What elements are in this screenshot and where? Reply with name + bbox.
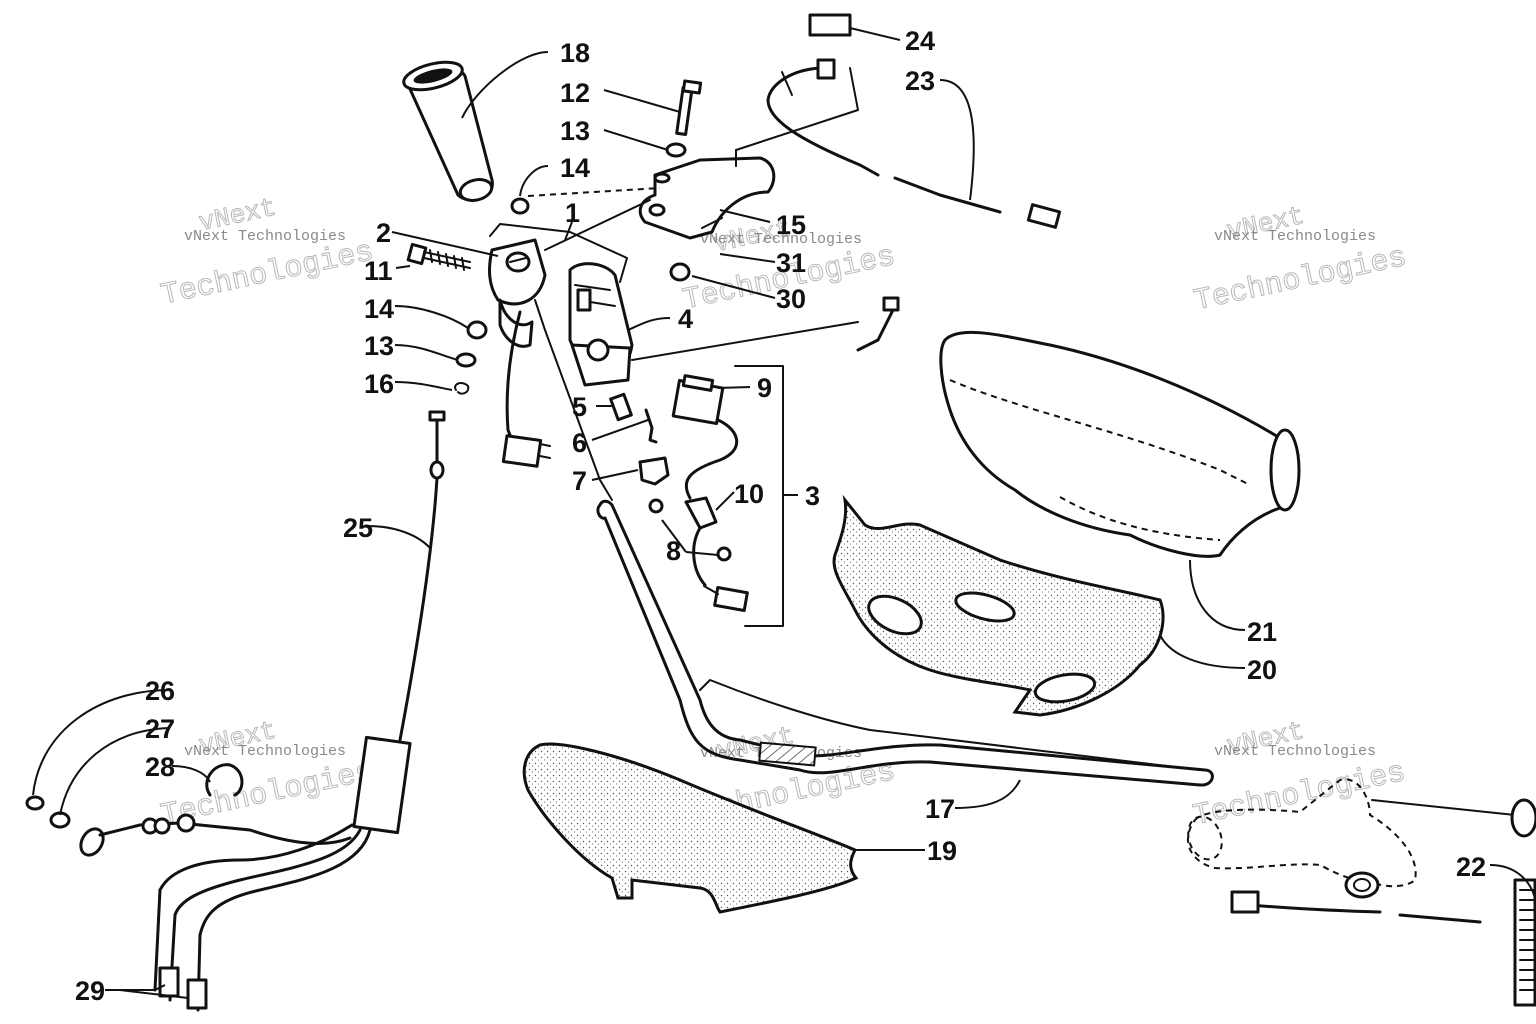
svg-text:Technologies: Technologies [158, 235, 376, 313]
axis-line-2 [544, 199, 651, 251]
screw-part-11 [406, 242, 471, 271]
linkage-leader [631, 321, 859, 361]
callout-labels: 1 2 3 4 5 6 7 8 9 10 11 12 13 13 14 14 1… [75, 26, 1486, 1006]
throttle-body-part-4 [568, 262, 634, 387]
callout-14-top: 14 [560, 153, 590, 183]
svg-text:vNext Technologies: vNext Technologies [184, 743, 346, 760]
callout-1: 1 [565, 198, 580, 228]
callout-22: 22 [1456, 852, 1486, 882]
nut-part-14-left [466, 320, 488, 340]
washer-part-13-left [455, 352, 477, 368]
svg-text:vNext Technologies: vNext Technologies [1214, 743, 1376, 760]
callout-2: 2 [376, 218, 391, 248]
bracket-part-7 [638, 456, 670, 486]
watermark-left: vNext vNext Technologies Technologies [158, 192, 377, 314]
svg-text:vNext Technologies: vNext Technologies [184, 228, 346, 245]
watermark-right: vNext vNext Technologies Technologies [1191, 200, 1410, 319]
callout-7: 7 [572, 466, 587, 496]
heater-switch-part-9 [671, 374, 739, 500]
grip-part-18 [402, 60, 494, 202]
foam-pad-part-19 [522, 742, 859, 914]
callout-14-left: 14 [364, 294, 394, 324]
brake-lever-part-15 [638, 156, 776, 240]
lockwasher-part-16 [454, 382, 470, 395]
callout-20: 20 [1247, 655, 1277, 685]
bracket-part-1 [489, 223, 628, 283]
callout-12: 12 [560, 78, 590, 108]
pad-cover-part-21 [939, 330, 1301, 558]
bolt-part-12 [675, 79, 703, 136]
callout-24: 24 [905, 26, 935, 56]
throttle-cable-part-25 [153, 410, 446, 1012]
axis-line-1 [527, 187, 661, 197]
svg-text:vNext Technologies: vNext Technologies [1214, 228, 1376, 245]
callout-13-left: 13 [364, 331, 394, 361]
nut-part-14-top [510, 197, 530, 215]
leader-lines [32, 27, 1536, 999]
callout-6: 6 [572, 428, 587, 458]
callout-11: 11 [364, 256, 393, 286]
callout-31: 31 [776, 248, 806, 278]
spacer-part-5 [609, 392, 633, 422]
housing-harness [501, 310, 551, 468]
callout-16: 16 [364, 369, 394, 399]
callout-27: 27 [145, 714, 175, 744]
pad-part-24 [808, 13, 852, 37]
callout-3: 3 [805, 481, 820, 511]
callout-29: 29 [75, 976, 105, 1006]
callout-10: 10 [734, 479, 764, 509]
callout-30: 30 [776, 284, 806, 314]
callout-15: 15 [776, 210, 806, 240]
svg-text:Technologies: Technologies [1191, 241, 1409, 319]
callout-25: 25 [343, 513, 373, 543]
callout-9: 9 [757, 373, 772, 403]
screw-part-8a [648, 498, 664, 514]
callout-18: 18 [560, 38, 590, 68]
svg-text:vNext Technologies: vNext Technologies [700, 231, 862, 248]
callout-23: 23 [905, 66, 935, 96]
spring-part-30 [669, 262, 691, 282]
linkage-part-31 [856, 296, 900, 352]
callout-21: 21 [1247, 617, 1277, 647]
callout-17: 17 [925, 794, 955, 824]
callout-28: 28 [145, 752, 175, 782]
washer-part-27 [49, 811, 71, 829]
callout-26: 26 [145, 676, 175, 706]
svg-text:Technologies: Technologies [1190, 756, 1408, 834]
harness-part-10 [684, 496, 749, 612]
callout-5: 5 [572, 392, 587, 422]
axis-line-3 [534, 299, 613, 501]
callout-8: 8 [666, 536, 681, 566]
washer-part-13-top [665, 142, 687, 158]
callout-19: 19 [927, 836, 957, 866]
watermark-bottom-right: vNext vNext Technologies Technologies [1190, 715, 1409, 834]
ring-part-28 [205, 763, 244, 797]
callout-13-top: 13 [560, 116, 590, 146]
callout-4: 4 [678, 304, 693, 334]
cable-end [79, 813, 352, 857]
harness-part-23 [735, 58, 1062, 229]
foam-pad-part-20 [832, 494, 1165, 717]
screw-part-8b [716, 546, 732, 562]
handlebar-part-17 [596, 499, 1214, 787]
clip-part-26 [25, 795, 45, 811]
spring-part-6 [644, 408, 658, 444]
